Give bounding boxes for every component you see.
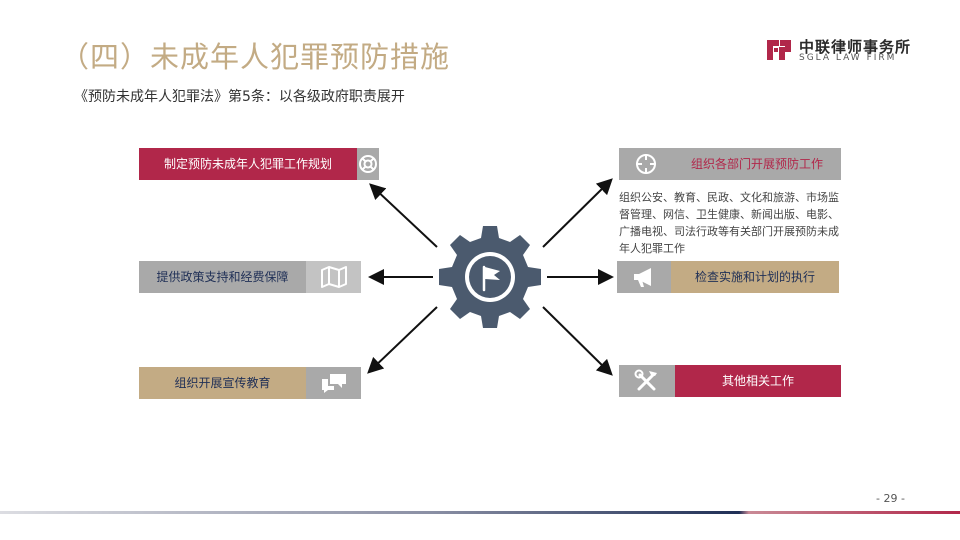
- arrow-to-right-top: [542, 178, 613, 248]
- chat-icon: [306, 367, 361, 399]
- crosshair-icon: [619, 148, 673, 180]
- measure-description: 组织公安、教育、民政、文化和旅游、市场监督管理、网信、卫生健康、新闻出版、电影、…: [619, 191, 839, 255]
- firm-name-en: SGLA LAW FIRM: [799, 53, 897, 63]
- tools-icon: [619, 365, 675, 397]
- firm-name-cn: 中联律师事务所: [799, 38, 912, 56]
- measure-left-top: 制定预防未成年人犯罪工作规划: [139, 148, 379, 180]
- footer-divider: [0, 511, 960, 514]
- lifebuoy-icon: [357, 148, 379, 180]
- measure-right-top: 组织各部门开展预防工作: [619, 148, 841, 180]
- flag-gear-icon: [439, 226, 541, 328]
- measure-label: 提供政策支持和经费保障: [139, 261, 306, 293]
- measure-right-middle: 检查实施和计划的执行: [617, 261, 839, 293]
- firm-logo: 中联律师事务所 SGLA LAW FIRM: [765, 36, 915, 66]
- page-number: - 29 -: [876, 492, 905, 505]
- firm-logo-mark: [767, 40, 791, 60]
- measure-left-middle: 提供政策支持和经费保障: [139, 261, 361, 293]
- page-subtitle: 《预防未成年人犯罪法》第5条：以各级政府职责展开: [74, 89, 405, 105]
- measure-right-bottom: 其他相关工作: [619, 365, 841, 397]
- measure-label: 制定预防未成年人犯罪工作规划: [139, 148, 357, 180]
- arrow-to-left-top: [369, 183, 438, 248]
- measure-left-bottom: 组织开展宣传教育: [139, 367, 361, 399]
- measure-label: 其他相关工作: [675, 365, 841, 397]
- page-title: （四）未成年人犯罪预防措施: [60, 40, 451, 74]
- measure-label: 组织开展宣传教育: [139, 367, 306, 399]
- arrow-to-left-bottom: [367, 306, 438, 374]
- arrow-to-right-bottom: [542, 306, 613, 376]
- measure-label: 检查实施和计划的执行: [671, 261, 839, 293]
- map-icon: [306, 261, 361, 293]
- megaphone-icon: [617, 261, 671, 293]
- measure-label: 组织各部门开展预防工作: [673, 148, 841, 180]
